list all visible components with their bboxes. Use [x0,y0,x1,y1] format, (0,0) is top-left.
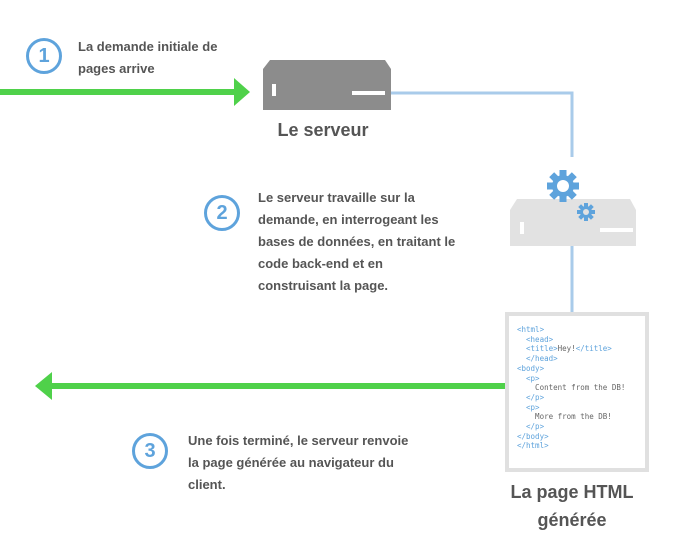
code-line: <title>Hey!</title> [517,344,645,354]
code-line: <p> [517,403,645,413]
processing-server-icon [510,199,636,246]
step-3-text: Une fois terminé, le serveur renvoie la … [188,430,408,496]
code-tag: </html> [517,441,549,451]
generated-page-label-line: générée [537,510,607,530]
code-close: </title> [575,344,612,354]
step-1-line: La demande initiale de [78,39,218,54]
code-line: </p> [517,422,645,432]
code-tag: </p> [517,422,545,432]
step-2-line: code back-end et en [258,256,383,271]
code-line: </head> [517,354,645,364]
step-2-line: demande, en interrogeant les [258,212,439,227]
step-3-badge: 3 [132,433,168,469]
code-tag: <head> [517,334,554,344]
code-text: Hey! [557,344,576,354]
incoming-request-arrow [0,78,250,106]
generated-page-label-line: La page HTML [510,482,634,502]
step-2-line: Le serveur travaille sur la [258,190,415,205]
step-2-badge: 2 [204,195,240,231]
code-tag: <p> [517,402,540,412]
gear-icon [547,170,579,202]
code-line: </body> [517,432,645,442]
response-arrow [35,372,506,400]
code-tag: </head> [517,354,558,364]
generated-page-label: La page HTML générée [487,478,657,534]
step-1-text: La demande initiale de pages arrive [78,36,217,80]
code-tag: </p> [517,392,545,402]
code-line: <html> [517,325,645,335]
code-line: Content from the DB! [517,383,645,393]
code-tag: <html> [517,325,545,334]
code-line: <head> [517,335,645,345]
small-gear-icon [577,203,595,221]
step-1-line: pages arrive [78,61,155,76]
code-tag: <p> [517,373,540,383]
code-tag: </body> [517,431,549,441]
step-2-line: bases de données, en traitant le [258,234,456,249]
step-3-line: client. [188,477,226,492]
code-tag: <body> [517,363,545,373]
server-label: Le serveur [277,120,369,140]
html-code-document: <html> <head> <title>Hey!</title> </head… [505,312,649,472]
code-tag: <title> [517,344,558,354]
connector-line [391,91,574,157]
step-3-line: la page générée au navigateur du [188,455,394,470]
code-line: More from the DB! [517,412,645,422]
code-text: Content from the DB! [517,383,626,393]
step-1-badge: 1 [26,38,62,74]
code-line: <body> [517,364,645,374]
server-icon [263,60,391,110]
code-text: More from the DB! [517,412,612,422]
step-3-line: Une fois terminé, le serveur renvoie [188,433,409,448]
code-line: <p> [517,374,645,384]
step-2-text: Le serveur travaille sur la demande, en … [258,187,455,297]
code-line: </html> [517,441,645,451]
step-2-line: construisant la page. [258,278,389,293]
code-line: </p> [517,393,645,403]
